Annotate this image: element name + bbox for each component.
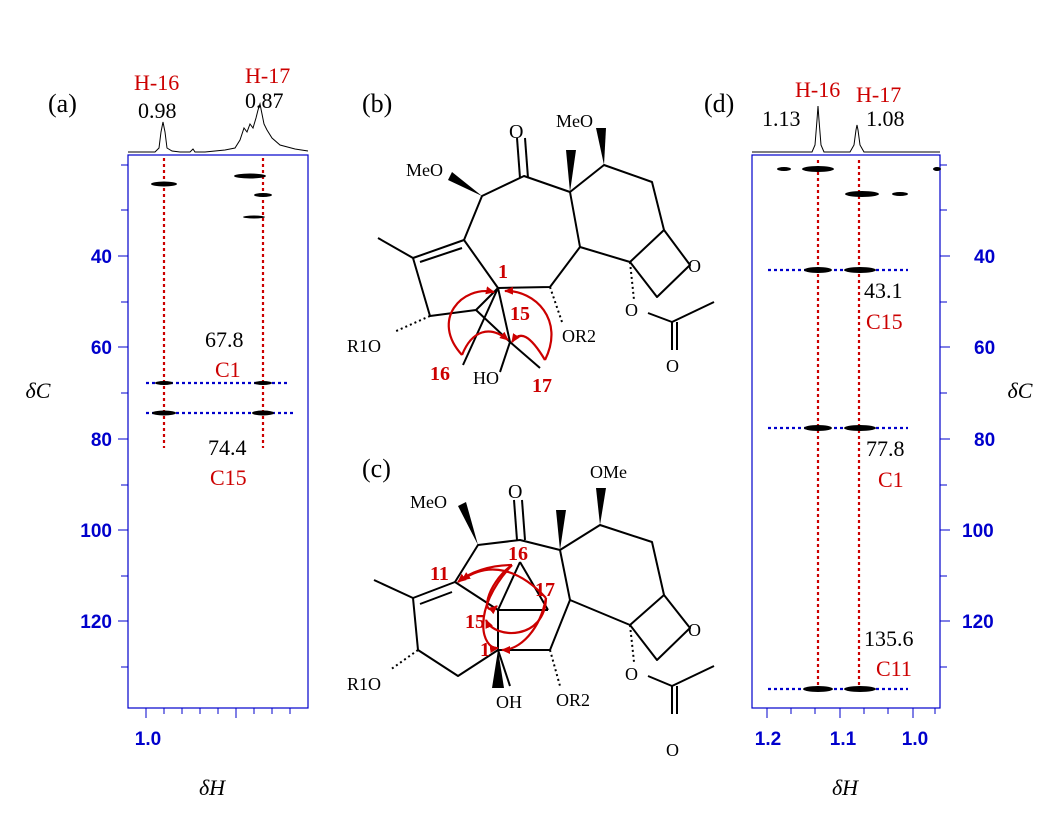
label-or2: OR2 <box>556 690 590 710</box>
label-ome: OMe <box>590 462 627 482</box>
x-ticks-a <box>145 708 291 718</box>
skeleton-b <box>377 137 715 373</box>
correlation-carbon-c15: C15 <box>210 465 247 490</box>
atom-number-16: 16 <box>430 363 450 385</box>
panel-label-b: (b) <box>362 89 392 118</box>
correlation-value-c15: 43.1 <box>864 278 903 303</box>
panel-label-d: (d) <box>704 89 734 118</box>
correlation-value-c15: 74.4 <box>208 435 247 460</box>
correlation-value-c1: 77.8 <box>866 436 905 461</box>
cross-peaks-d <box>777 166 941 692</box>
label-or2: OR2 <box>562 326 596 346</box>
correlation-carbon-c1: C1 <box>878 467 904 492</box>
panel-d: (d) H-16 1.13 H-17 1.08 40 60 80 100 12 <box>704 77 1033 800</box>
atom-number-16: 16 <box>508 543 528 565</box>
peak-shift-h17: 1.08 <box>866 106 905 131</box>
y-tick-labels-d: 40 60 80 100 120 <box>962 247 995 633</box>
x-tick-label: 1.1 <box>830 729 857 750</box>
atom-number-15: 15 <box>510 303 530 325</box>
correlation-value-c11: 135.6 <box>864 626 914 651</box>
y-tick-labels-a: 40 60 80 100 120 <box>80 247 112 633</box>
y-tick-label: 40 <box>91 247 112 268</box>
peak-label-h16: H-16 <box>134 70 179 95</box>
y-tick-label: 120 <box>962 612 994 633</box>
correlation-carbon-c11: C11 <box>876 656 912 681</box>
projection-spectrum-a <box>128 102 309 153</box>
y-minor-ticks-a <box>118 164 128 668</box>
wedge <box>596 488 606 525</box>
x-tick-label: 1.0 <box>902 729 928 750</box>
atom-number-17: 17 <box>532 375 552 397</box>
x-axis-label-d: δH <box>832 775 859 800</box>
peak-shift-h16: 1.13 <box>762 106 801 131</box>
y-axis-label-d: δC <box>1008 378 1033 403</box>
structure-b: (b) <box>347 89 715 397</box>
atom-number-15: 15 <box>465 611 485 633</box>
panel-label-c: (c) <box>362 454 391 483</box>
wedge <box>492 650 504 688</box>
label-o: O <box>688 256 701 276</box>
x-tick-labels-d: 1.2 1.1 1.0 <box>755 729 928 750</box>
peak-label-h16: H-16 <box>795 77 840 102</box>
label-o: O <box>625 300 638 320</box>
x-axis-label-a: δH <box>199 775 226 800</box>
y-tick-label: 60 <box>91 338 112 359</box>
peak-shift-h16: 0.98 <box>138 98 177 123</box>
label-r1o: R1O <box>347 336 381 356</box>
wedge <box>596 128 606 165</box>
atom-number-11: 11 <box>430 563 449 585</box>
wedge <box>448 172 482 196</box>
y-axis-label-a: δC <box>26 378 51 403</box>
panel-a: (a) H-16 0.98 H-17 0.87 40 60 80 <box>26 63 309 800</box>
y-tick-label: 60 <box>974 338 995 359</box>
label-o: O <box>625 664 638 684</box>
label-meo: MeO <box>410 492 447 512</box>
correlation-carbon-c1: C1 <box>215 357 241 382</box>
panel-label-a: (a) <box>48 89 77 118</box>
label-ho: HO <box>473 368 499 388</box>
y-tick-label: 40 <box>974 247 995 268</box>
label-r1o: R1O <box>347 674 381 694</box>
x-tick-label: 1.2 <box>755 729 781 750</box>
hmbc-arrows-b <box>447 286 553 361</box>
y-tick-label: 100 <box>962 521 994 542</box>
plot-frame-d <box>751 154 941 709</box>
projection-spectrum-d <box>752 105 940 153</box>
peak-label-h17: H-17 <box>856 82 901 107</box>
hmbc-arrows-c <box>457 563 548 654</box>
x-tick-label: 1.0 <box>135 729 161 750</box>
plot-frame-a <box>127 154 309 709</box>
y-tick-label: 100 <box>80 521 112 542</box>
y-tick-label: 120 <box>80 612 112 633</box>
label-o: O <box>509 121 523 143</box>
correlation-value-c1: 67.8 <box>205 327 244 352</box>
label-meo: MeO <box>556 111 593 131</box>
label-oh: OH <box>496 692 522 712</box>
peak-shift-h17: 0.87 <box>245 88 284 113</box>
cross-peaks-a <box>151 173 274 416</box>
label-o: O <box>666 740 679 760</box>
y-tick-label: 80 <box>91 430 112 451</box>
structure-c: (c) <box>347 454 715 760</box>
wedge <box>458 502 478 545</box>
atom-number-17: 17 <box>535 579 555 601</box>
correlation-carbon-c15: C15 <box>866 309 903 334</box>
y-tick-label: 80 <box>974 430 995 451</box>
label-o: O <box>508 481 522 503</box>
x-ticks-d <box>766 708 936 718</box>
atom-number-1: 1 <box>480 639 490 661</box>
label-meo: MeO <box>406 160 443 180</box>
label-o: O <box>666 356 679 376</box>
y-ticks-d <box>940 164 950 668</box>
label-o: O <box>688 620 701 640</box>
peak-label-h17: H-17 <box>245 63 290 88</box>
atom-number-1: 1 <box>498 261 508 283</box>
